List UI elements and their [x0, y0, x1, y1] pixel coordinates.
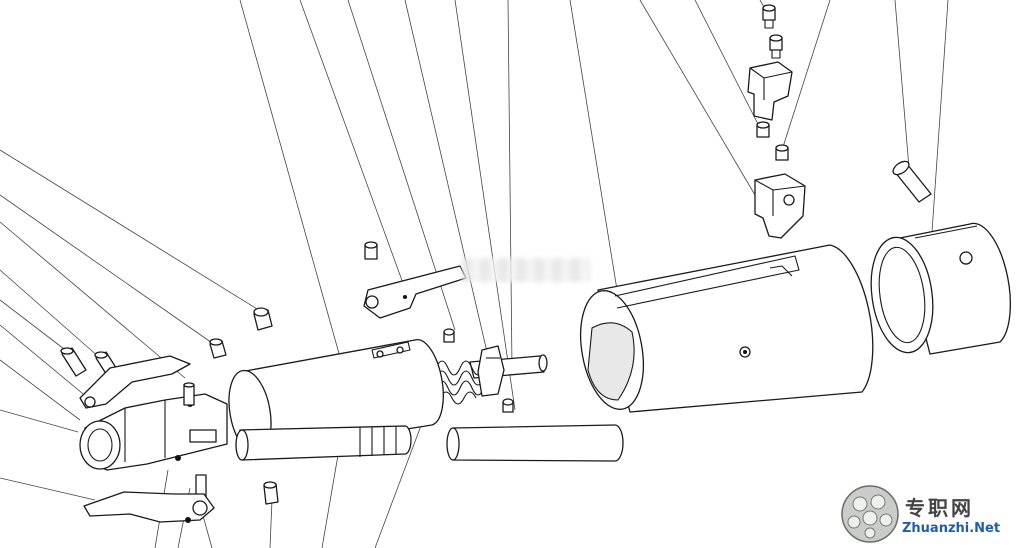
- outer-sleeve: [580, 244, 874, 413]
- ribbed-tube: [235, 425, 412, 461]
- guide-rod: [446, 424, 624, 462]
- screw-collar: [443, 328, 455, 343]
- screw-top-2: [769, 34, 783, 59]
- collar-clamp: [477, 345, 505, 397]
- bolt-right: [892, 160, 932, 203]
- lever-arm-top: [363, 265, 467, 319]
- leader-lines: [0, 0, 949, 548]
- logo-sphere-icon: [841, 485, 899, 543]
- clamp-block-lower: [754, 173, 806, 239]
- bushing-ring: [870, 222, 1011, 355]
- screw-top-1: [762, 4, 776, 29]
- pin-small-3: [263, 481, 279, 505]
- compression-spring: [435, 360, 497, 405]
- screw-left-1: [60, 347, 87, 377]
- clamp-block-upper: [747, 61, 793, 121]
- pin-small-1: [253, 307, 273, 331]
- gripper-jaw-upper: [79, 355, 191, 409]
- screw-mid-1: [756, 121, 770, 138]
- gripper-jaw-lower: [83, 491, 215, 523]
- watermark-text-cn: 专职网: [905, 496, 974, 520]
- gripper-body: [79, 393, 228, 471]
- screw-small-center: [502, 398, 514, 413]
- gripper-pin-vertical: [183, 382, 207, 500]
- screw-lever-top: [364, 241, 378, 260]
- obscured-label: [462, 258, 590, 282]
- pin-small-2: [209, 338, 227, 359]
- watermark-text-en: Zhuanzhi.Net: [902, 521, 1001, 536]
- screw-mid-2: [775, 144, 789, 161]
